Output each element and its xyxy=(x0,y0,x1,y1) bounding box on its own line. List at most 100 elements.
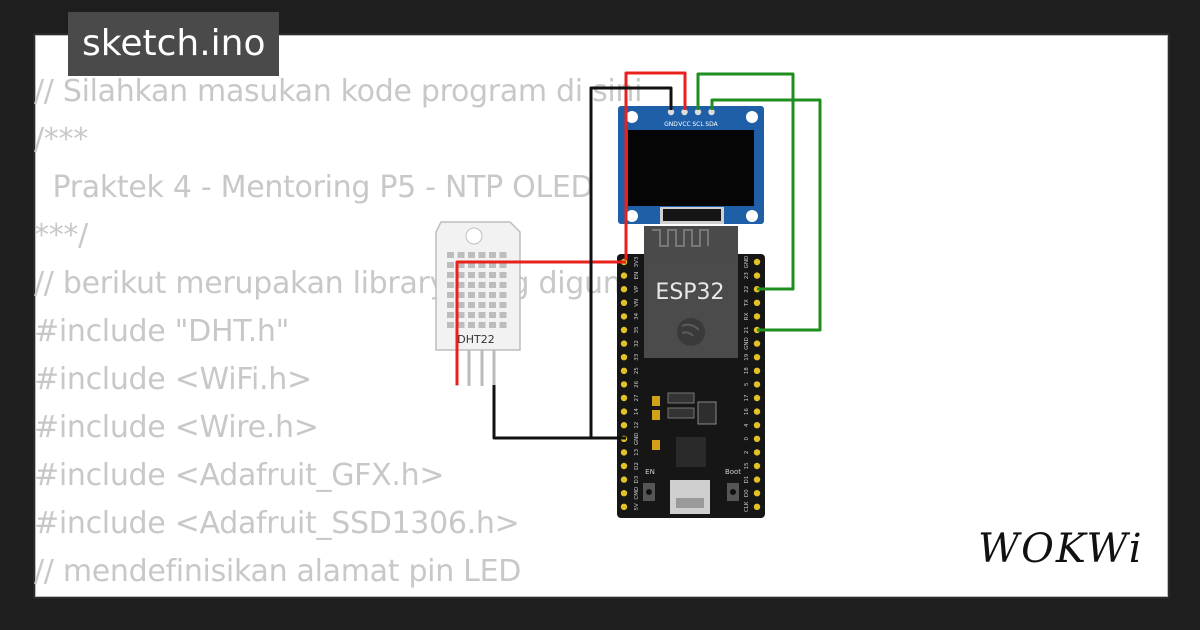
usb-port xyxy=(670,480,710,514)
oled-pin-scl[interactable] xyxy=(694,108,702,116)
wire-vcc-oled-red xyxy=(624,71,687,260)
dht-vent xyxy=(478,252,486,258)
esp32-pin-right[interactable] xyxy=(753,503,761,510)
wire-vcc-dht-red xyxy=(455,260,626,385)
esp32-pin-label: 15 xyxy=(744,462,750,469)
esp32-pin-left[interactable] xyxy=(620,408,628,415)
esp32-pin-label: 23 xyxy=(744,272,750,279)
dht-vent xyxy=(457,272,465,278)
code-line: #include "DHT.h" xyxy=(34,314,290,349)
code-line: /*** xyxy=(34,122,88,157)
dht-vent xyxy=(457,312,465,318)
code-line: Praktek 4 - Mentoring P5 - NTP OLED xyxy=(34,170,594,205)
dht-vent xyxy=(447,322,454,328)
wire-gnd-oled-black xyxy=(589,86,673,440)
dht-vent xyxy=(489,302,496,308)
esp32-pin-label: 13 xyxy=(634,448,640,455)
esp32-pin-left[interactable] xyxy=(620,367,628,374)
esp32-pin-left[interactable] xyxy=(620,449,628,456)
esp32-pin-label: 12 xyxy=(634,422,640,429)
esp32-pin-left[interactable] xyxy=(620,326,628,334)
esp32-pin-label: D1 xyxy=(744,476,750,484)
dht-vent xyxy=(499,252,507,258)
esp32-pin-right[interactable] xyxy=(753,435,761,442)
esp32-pin-right[interactable] xyxy=(753,299,761,306)
esp32-pin-left[interactable] xyxy=(620,503,628,510)
esp32-pin-right[interactable] xyxy=(753,449,761,456)
esp32-pin-label: EN xyxy=(634,272,640,280)
esp32-pin-left[interactable] xyxy=(620,381,628,388)
dht-vent xyxy=(457,282,465,288)
esp32-pin-left[interactable] xyxy=(620,354,628,361)
esp32-pin-left[interactable] xyxy=(620,299,628,306)
esp32-pin-label: 3V3 xyxy=(634,256,640,267)
dht-vent xyxy=(489,252,496,258)
esp32-pin-left[interactable] xyxy=(620,462,628,470)
esp32-pin-right[interactable] xyxy=(753,340,761,347)
dht-vent xyxy=(468,282,475,288)
code-line: ***/ xyxy=(34,218,88,253)
esp32-board[interactable]: ESP32 EN Boot 3V3ENVPVN34353233252627141… xyxy=(617,226,765,518)
canvas-frame xyxy=(35,35,1168,597)
esp32-pin-right[interactable] xyxy=(753,272,761,279)
esp32-pin-left[interactable] xyxy=(620,394,628,402)
esp32-pin-right[interactable] xyxy=(753,422,761,429)
dht-vent xyxy=(478,302,486,308)
wokwi-logo: WOKWi xyxy=(978,526,1144,572)
esp32-pin-label: 17 xyxy=(744,394,750,401)
esp32-pin-right[interactable] xyxy=(753,394,761,402)
esp32-pin-left[interactable] xyxy=(620,490,628,497)
code-line: #include <WiFi.h> xyxy=(34,362,312,397)
esp32-pin-label: 25 xyxy=(634,367,640,374)
dht-vent xyxy=(457,302,465,308)
dht-vent xyxy=(468,322,475,328)
esp32-pin-right[interactable] xyxy=(753,313,761,320)
dht-vent xyxy=(468,252,475,258)
code-line: // Silahkan masukan kode program di sini xyxy=(34,74,643,109)
boot-label: Boot xyxy=(725,468,741,476)
esp32-pin-right[interactable] xyxy=(753,490,761,497)
dht-vent xyxy=(447,292,454,298)
dht-vent xyxy=(468,292,475,298)
esp32-pin-label: VN xyxy=(634,299,640,307)
oled-pin-gnd[interactable] xyxy=(667,108,675,116)
dht-vent xyxy=(447,302,454,308)
esp32-pin-right[interactable] xyxy=(753,408,761,415)
esp32-pin-right[interactable] xyxy=(753,367,761,374)
esp32-pin-label: VP xyxy=(634,285,640,293)
dht-vent xyxy=(499,262,507,268)
dht-vent xyxy=(478,312,486,318)
esp32-pin-right[interactable] xyxy=(753,381,761,388)
code-line: #include <Adafruit_SSD1306.h> xyxy=(34,506,520,541)
esp32-pin-right[interactable] xyxy=(753,462,761,470)
oled-pin-label: VCC xyxy=(678,121,690,128)
esp32-pin-left[interactable] xyxy=(620,286,628,293)
esp32-pin-left[interactable] xyxy=(620,476,628,483)
oled-pin-sda[interactable] xyxy=(708,108,715,116)
oled-pin-vcc[interactable] xyxy=(681,108,688,116)
wire-gnd-dht-black xyxy=(492,385,591,440)
esp32-pin-left[interactable] xyxy=(620,422,628,429)
esp32-pin-label: TX xyxy=(744,299,750,307)
dht-vent xyxy=(468,272,475,278)
wires xyxy=(455,71,822,440)
esp32-pin-right[interactable] xyxy=(753,258,761,266)
esp32-pin-label: D0 xyxy=(744,489,750,497)
dht22-sensor[interactable]: DHT22 xyxy=(435,221,521,386)
wire-scl-green xyxy=(696,72,795,291)
esp32-pin-right[interactable] xyxy=(753,476,761,483)
esp32-pin-left[interactable] xyxy=(620,313,628,320)
file-tab-sketch[interactable]: sketch.ino xyxy=(68,12,280,76)
esp32-pin-right[interactable] xyxy=(753,354,761,361)
esp32-pin-label: GND xyxy=(634,432,640,445)
dht-vent xyxy=(478,322,486,328)
esp32-pin-label: 18 xyxy=(744,367,750,374)
esp32-pin-left[interactable] xyxy=(620,272,628,279)
dht-vent xyxy=(478,272,486,278)
esp32-pin-left[interactable] xyxy=(620,340,628,347)
esp32-pin-label: 5V xyxy=(634,503,640,510)
dht-vent xyxy=(468,262,475,268)
dht-vent xyxy=(457,322,465,328)
